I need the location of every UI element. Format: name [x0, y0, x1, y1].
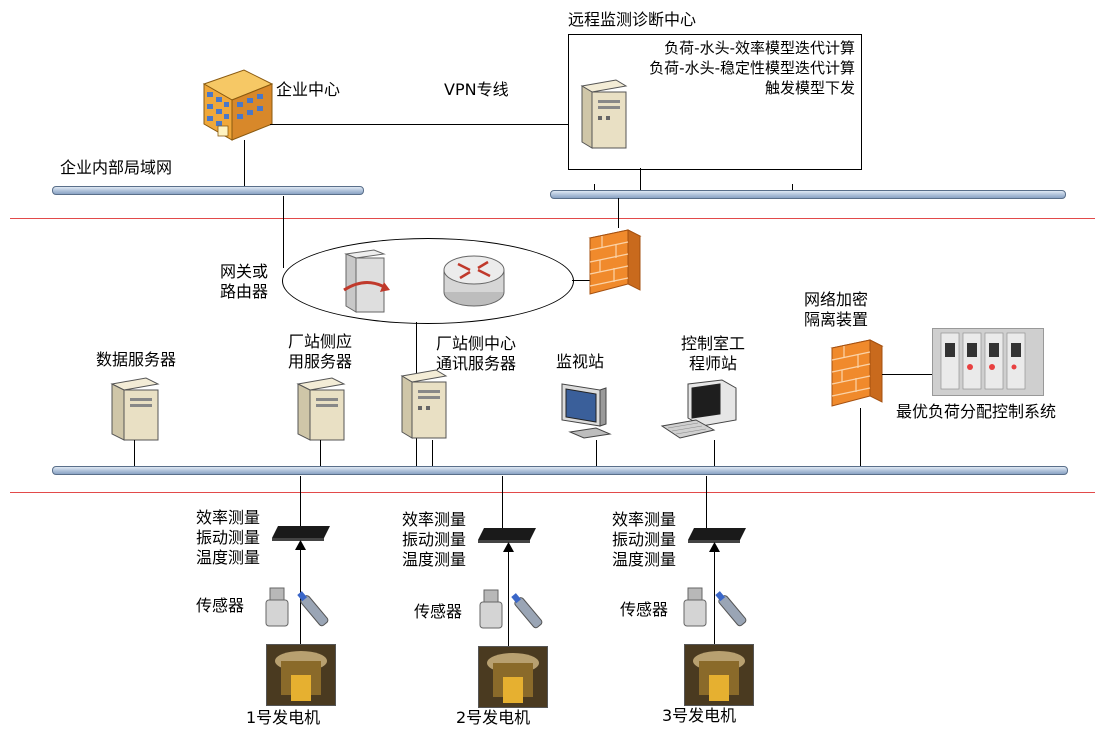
- remote-bus-tick-1: [594, 184, 595, 190]
- unit2-sensor-label: 传感器: [414, 602, 463, 621]
- unit3-measures: 效率测量 振动测量 温度测量: [611, 510, 676, 569]
- remote-center-line-2: 负荷-水头-稳定性模型迭代计算: [649, 59, 855, 77]
- unit1-acquisition-device-icon: [270, 524, 332, 542]
- data-server-icon: [108, 376, 162, 442]
- monitor-drop-line: [596, 440, 597, 468]
- optimal-control-label: 最优负荷分配控制系统: [896, 402, 1057, 421]
- remote-center-title: 远程监测诊断中心: [568, 10, 697, 29]
- unit2-sensor-icon: [478, 588, 550, 630]
- unit1-arrow-icon: [295, 540, 306, 550]
- unit1-sensor-label: 传感器: [196, 596, 245, 615]
- monitor-icon: [556, 380, 612, 440]
- router-icon: [442, 250, 506, 308]
- building-icon: [196, 62, 276, 142]
- unit3-acquisition-device-icon: [686, 526, 748, 544]
- unit3-generator-label: 3号发电机: [662, 706, 737, 725]
- unit3-generator-photo: [684, 644, 754, 706]
- zone-separator-lower: [10, 492, 1095, 493]
- unit1-measures: 效率测量 振动测量 温度测量: [195, 508, 260, 567]
- firewall-upper-line: [618, 198, 619, 228]
- app-server-label: 厂站侧应 用服务器: [287, 332, 352, 371]
- encryption-drop-line: [860, 408, 861, 468]
- lan-to-gateway-line: [283, 196, 284, 268]
- station-bus: [52, 466, 1068, 475]
- unit1-generator-label: 1号发电机: [246, 708, 321, 727]
- unit1-generator-photo: [266, 644, 336, 706]
- unit2-arrow-icon: [503, 542, 514, 552]
- gateway-to-firewall-line: [572, 280, 590, 281]
- unit3-up-line: [706, 476, 707, 528]
- encryption-to-panel-line: [882, 374, 934, 375]
- comm-server-drop-line: [432, 440, 433, 468]
- unit1-up-line: [300, 476, 301, 528]
- unit3-sensor-line: [714, 550, 715, 644]
- engineer-drop-line: [714, 440, 715, 468]
- unit1-sensor-icon: [264, 586, 336, 628]
- enterprise-center-label: 企业中心: [276, 80, 341, 99]
- encryption-device-label: 网络加密 隔离装置: [803, 290, 868, 329]
- remote-center-drop-line: [640, 168, 641, 192]
- enterprise-lan-label: 企业内部局域网: [60, 158, 173, 177]
- data-server-label: 数据服务器: [95, 350, 176, 369]
- app-server-icon: [294, 376, 348, 442]
- workstation-icon: [660, 378, 740, 444]
- gateway-label: 网关或 路由器: [219, 262, 268, 301]
- vpn-line: [270, 124, 570, 125]
- router-server-icon: [340, 246, 390, 316]
- unit3-sensor-icon: [682, 586, 754, 628]
- encryption-firewall-icon: [830, 338, 884, 410]
- firewall-icon: [588, 228, 642, 298]
- remote-bus-tick-2: [792, 184, 793, 190]
- remote-server-icon: [576, 76, 632, 152]
- remote-center-line-3: 触发模型下发: [764, 79, 855, 97]
- unit2-acquisition-device-icon: [476, 526, 538, 544]
- zone-separator-upper: [10, 218, 1095, 219]
- data-server-drop-line: [134, 440, 135, 468]
- remote-center-line-1: 负荷-水头-效率模型迭代计算: [664, 39, 855, 57]
- comm-server-label: 厂站侧中心 通讯服务器: [436, 334, 517, 373]
- app-server-drop-line: [320, 440, 321, 468]
- unit3-sensor-label: 传感器: [620, 600, 669, 619]
- gateway-ellipse: [282, 238, 574, 324]
- enterprise-lan-bus: [52, 186, 364, 195]
- monitor-station-label: 监视站: [555, 352, 604, 371]
- building-drop-line: [244, 140, 245, 188]
- vpn-line-label: VPN专线: [444, 80, 509, 99]
- unit2-up-line: [502, 476, 503, 528]
- unit2-generator-photo: [478, 646, 548, 708]
- unit3-arrow-icon: [709, 542, 720, 552]
- comm-server-icon: [396, 366, 452, 442]
- unit2-generator-label: 2号发电机: [456, 708, 531, 727]
- unit2-sensor-line: [508, 550, 509, 646]
- control-panel-photo: [932, 328, 1044, 396]
- remote-center-bus: [550, 190, 1066, 199]
- engineer-station-label: 控制室工 程师站: [680, 334, 745, 373]
- unit2-measures: 效率测量 振动测量 温度测量: [401, 510, 466, 569]
